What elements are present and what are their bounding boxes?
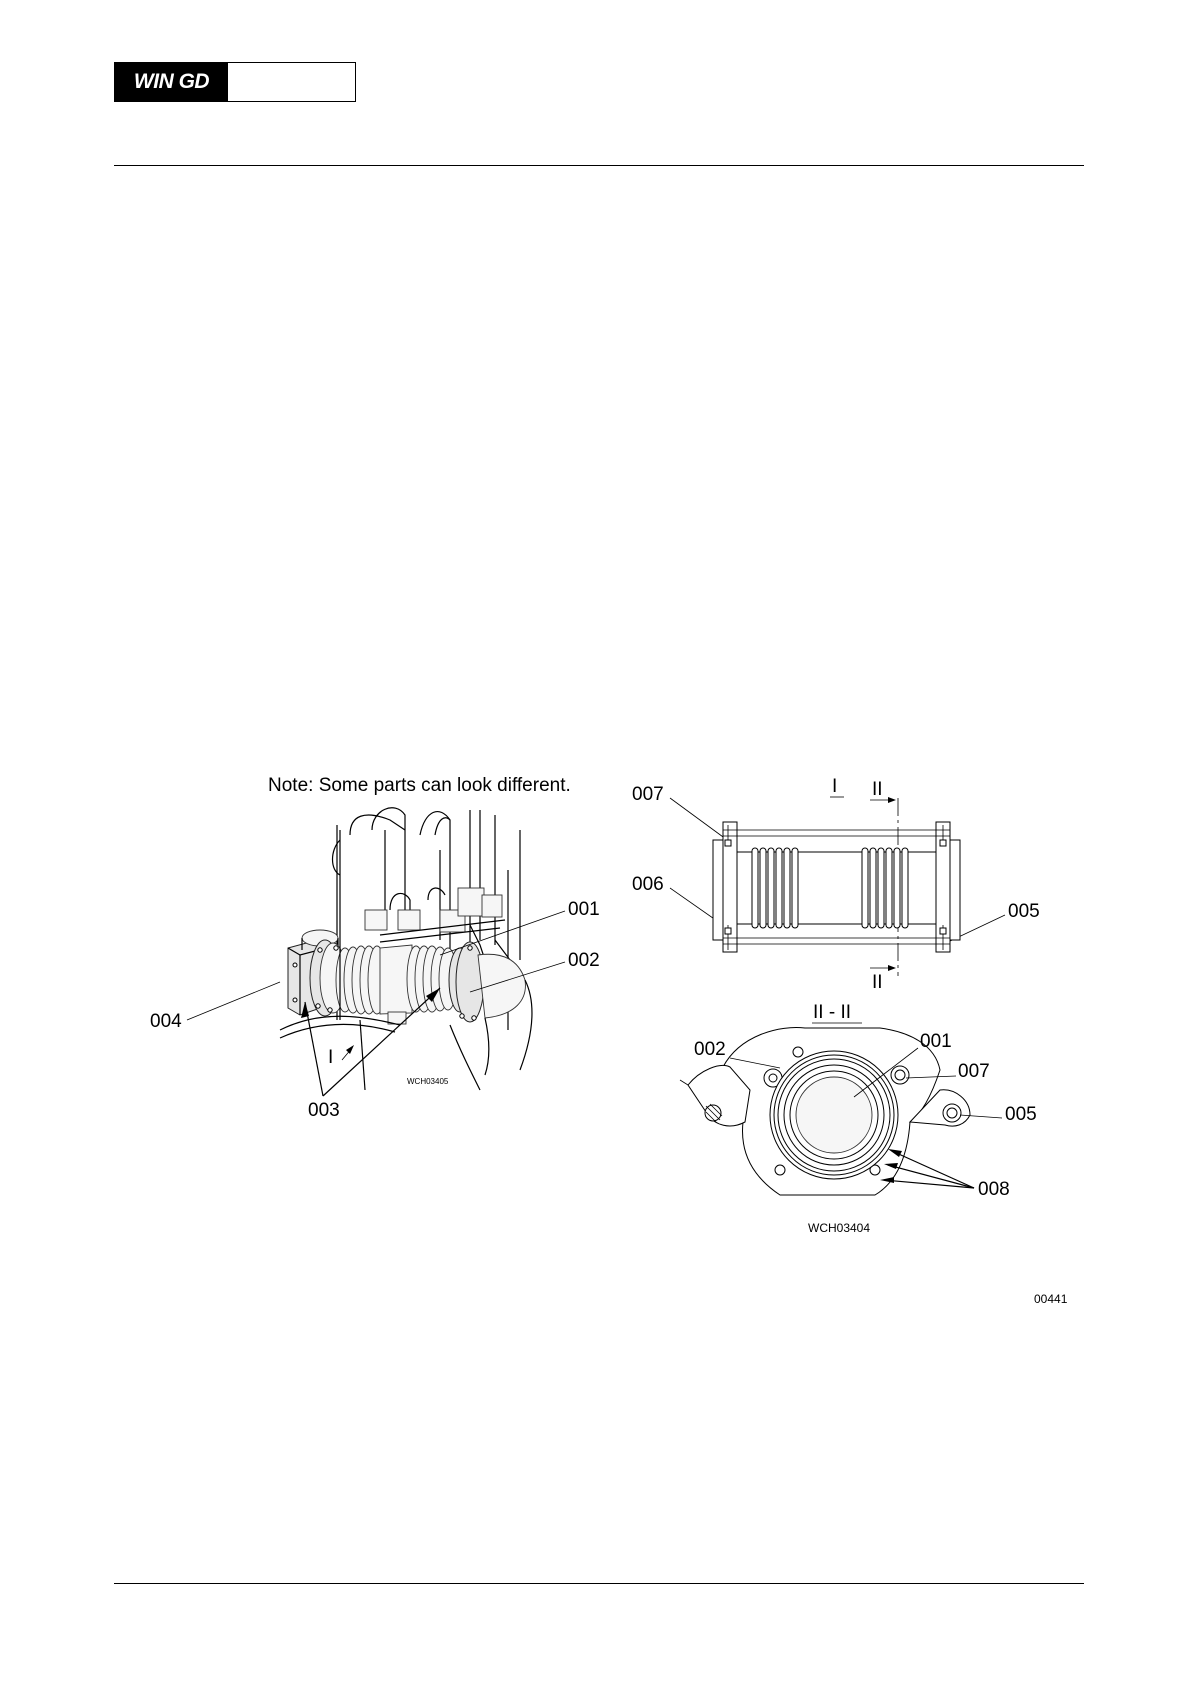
section-arrow-bottom: II bbox=[872, 972, 883, 993]
callout-001: 001 bbox=[568, 899, 600, 920]
callout-005-section: 005 bbox=[1005, 1104, 1037, 1125]
callout-008-section: 008 bbox=[978, 1179, 1010, 1200]
side-view: 007 006 005 I II II bbox=[632, 776, 1040, 993]
footer-rule bbox=[114, 1583, 1084, 1584]
section-title: II - II bbox=[813, 1002, 851, 1023]
callout-007-side: 007 bbox=[632, 784, 664, 805]
photo-reference: WCH03405 bbox=[407, 1077, 449, 1086]
callout-005-side: 005 bbox=[1008, 901, 1040, 922]
callout-007-section: 007 bbox=[958, 1061, 990, 1082]
perspective-view: 001 002 004 003 I WCH03405 bbox=[150, 808, 600, 1121]
view-label-I: I bbox=[832, 776, 837, 797]
callout-004: 004 bbox=[150, 1011, 182, 1032]
bellows-left bbox=[336, 946, 386, 1014]
callout-001-section: 001 bbox=[920, 1031, 952, 1052]
callout-002-section: 002 bbox=[694, 1039, 726, 1060]
technical-figure: Note: Some parts can look different. bbox=[140, 770, 1090, 1330]
figure-svg: Note: Some parts can look different. bbox=[140, 770, 1090, 1330]
logo-empty-box bbox=[228, 63, 355, 101]
figure-note: Note: Some parts can look different. bbox=[268, 775, 571, 796]
section-view: II - II 002 001 007 005 bbox=[680, 1002, 1037, 1235]
section-arrow-top: II bbox=[872, 779, 883, 800]
header-rule bbox=[114, 165, 1084, 166]
drawing-reference: WCH03404 bbox=[808, 1221, 870, 1235]
callout-002: 002 bbox=[568, 950, 600, 971]
callout-006-side: 006 bbox=[632, 874, 664, 895]
view-arrow-label: I bbox=[328, 1047, 333, 1068]
brand-logo: WIN GD bbox=[114, 62, 356, 102]
callout-003: 003 bbox=[308, 1100, 340, 1121]
logo-text: WIN GD bbox=[115, 63, 228, 101]
figure-number: 00441 bbox=[1034, 1292, 1068, 1306]
